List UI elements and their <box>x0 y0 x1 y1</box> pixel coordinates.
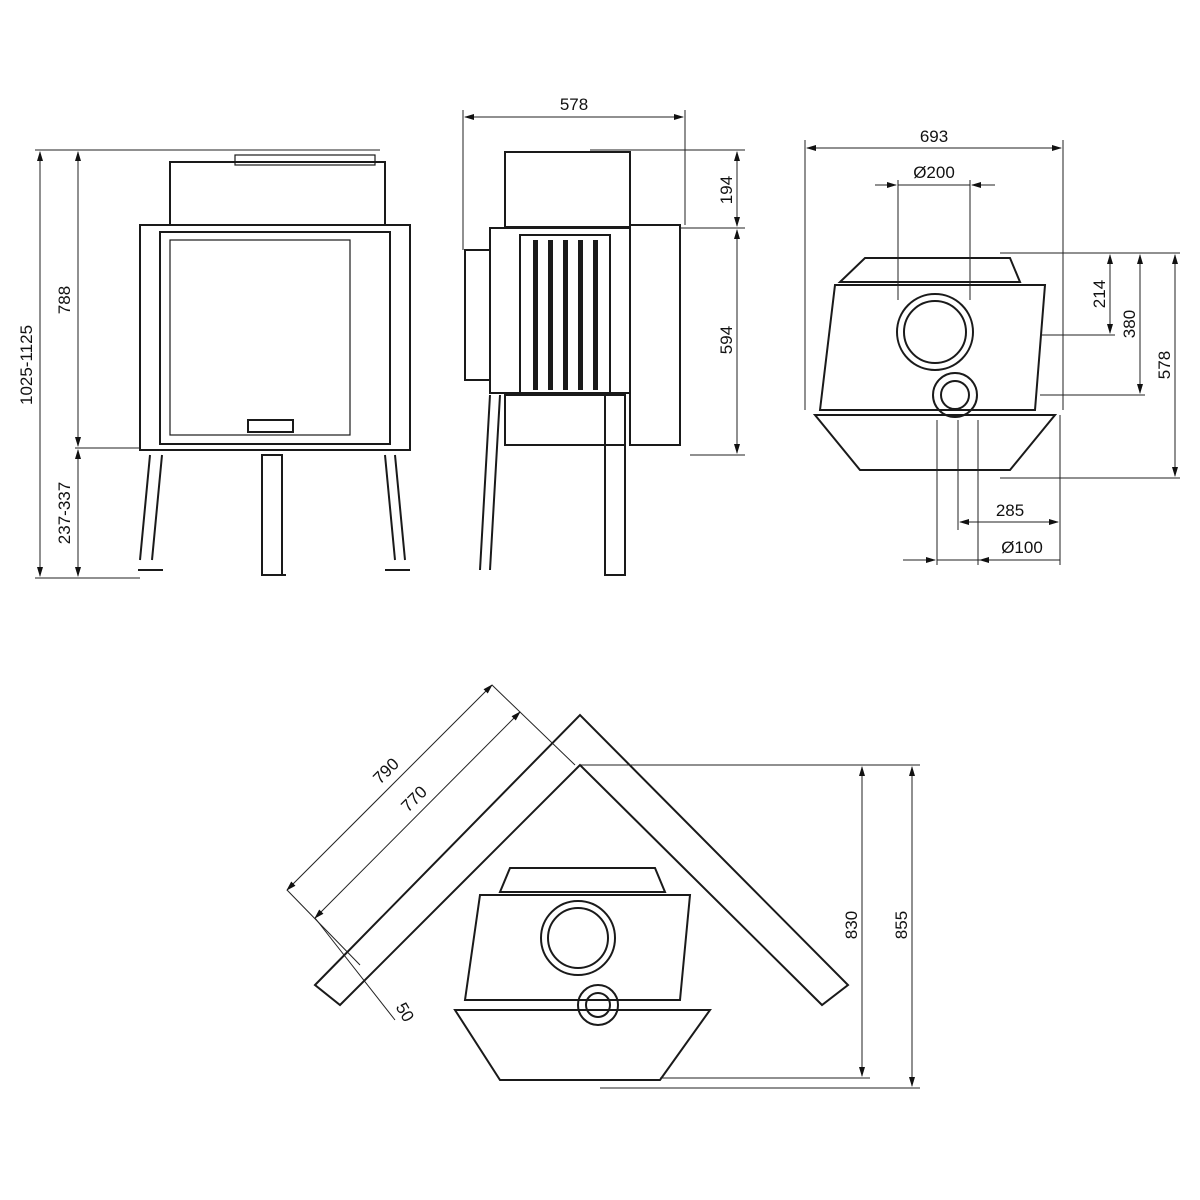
dim-height-total: 1025-1125 <box>17 325 36 405</box>
dim-height-body: 788 <box>55 286 74 314</box>
dim-578: 578 <box>1155 351 1174 379</box>
dim-gap-50: 50 <box>392 999 418 1025</box>
dim-wall-790: 790 <box>369 754 402 787</box>
top-view: 693 Ø200 214 380 578 285 Ø100 <box>804 127 1180 565</box>
dim-depth-830: 830 <box>842 911 861 939</box>
dim-wall-770: 770 <box>397 782 430 815</box>
dim-flue-diameter: Ø200 <box>913 163 955 182</box>
corner-installation-view: 790 770 50 830 855 <box>286 684 920 1089</box>
dim-height-legs: 237-337 <box>55 482 74 544</box>
dim-air-inlet-diameter: Ø100 <box>1001 538 1043 557</box>
dim-body-height: 594 <box>717 326 736 354</box>
dim-top-height: 194 <box>717 176 736 204</box>
dim-width: 693 <box>920 127 948 146</box>
dim-depth-855: 855 <box>892 911 911 939</box>
dim-285: 285 <box>996 501 1024 520</box>
dim-depth: 578 <box>560 95 588 114</box>
dim-214: 214 <box>1090 280 1109 308</box>
dim-380: 380 <box>1120 310 1139 338</box>
front-view: 1025-1125 788 237-337 <box>17 149 411 579</box>
side-view: 578 194 594 <box>462 95 745 576</box>
